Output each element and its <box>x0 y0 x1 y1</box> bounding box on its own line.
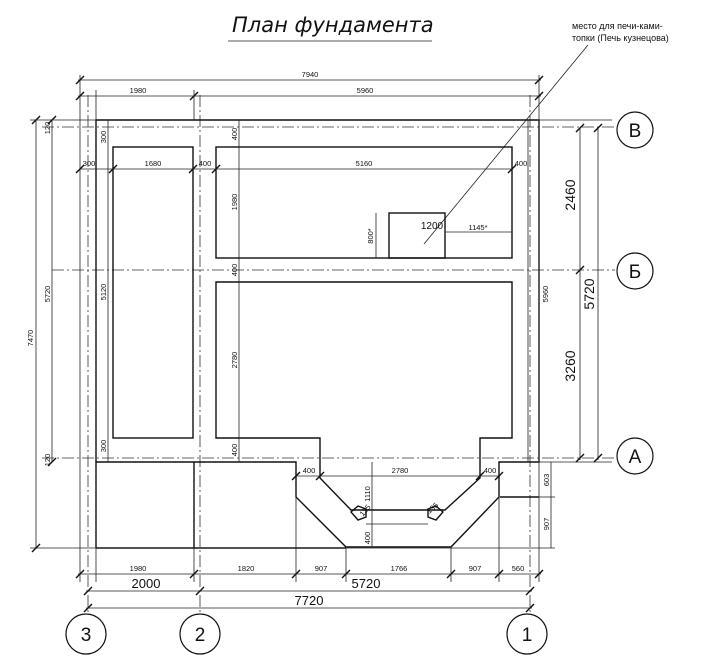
dim-porch-1110: 1110 <box>363 486 372 502</box>
foundation-walls <box>95 119 540 549</box>
axis-lines <box>42 95 615 620</box>
dim-bot-1766: 1766 <box>391 564 408 573</box>
dim-bot-2000: 2000 <box>132 576 161 591</box>
dim-right-5960: 5960 <box>541 286 550 303</box>
dim-porch-135b: 135 <box>425 501 440 516</box>
dim-bot-1980: 1980 <box>130 564 147 573</box>
dim-v-400-mid: 400 <box>230 264 239 277</box>
dim-row-5160: 5160 <box>356 159 373 168</box>
dim-porch-400c: 400 <box>363 532 372 545</box>
porch-angle-symbols <box>350 505 444 525</box>
dim-top-left: 1980 <box>130 86 147 95</box>
dim-v-800: 800* <box>366 228 375 244</box>
angle-mark-right <box>427 505 444 521</box>
stove-footing-outline <box>388 212 446 259</box>
dim-v-120-top: 120 <box>43 122 52 135</box>
dim-row-300a: 300 <box>83 159 96 168</box>
dim-v-300-bot: 300 <box>99 440 108 453</box>
dimension-ticks <box>31 75 603 613</box>
drawing-title: План фундамента <box>232 13 434 37</box>
axis-bubble-v <box>616 111 654 149</box>
dimension-labels: 7940 1980 5960 300 1680 400 5160 400 120… <box>26 70 597 608</box>
axis-label-2: 2 <box>195 625 206 646</box>
dim-v-400-bot: 400 <box>230 444 239 457</box>
note-leader-line <box>423 44 589 245</box>
axis-bubble-1 <box>506 613 548 655</box>
axis-label-1: 1 <box>522 625 533 646</box>
dim-v-120-bot: 120 <box>43 454 52 467</box>
dim-right-3260: 3260 <box>562 350 578 381</box>
axis-bubble-3 <box>65 613 107 655</box>
lower-room-outline <box>215 281 513 511</box>
dim-row-400a: 400 <box>199 159 212 168</box>
dimension-lines <box>35 79 599 609</box>
dim-v-5120: 5120 <box>99 284 108 301</box>
note-line-2: топки (Печь кузнецова) <box>572 33 669 43</box>
axis-bubble-a <box>616 437 654 475</box>
axis-label-v: В <box>629 121 642 142</box>
axis-label-3: 3 <box>81 625 92 646</box>
dim-right-603: 603 <box>542 474 551 487</box>
dim-right-907: 907 <box>542 518 551 531</box>
angle-mark-left <box>350 505 367 521</box>
dim-left-7470: 7470 <box>26 330 35 347</box>
dim-bot-907a: 907 <box>315 564 328 573</box>
axis-label-a: А <box>629 447 642 468</box>
dim-porch-400b: 400 <box>484 466 497 475</box>
note-line-1: место для печи-ками- <box>572 21 663 31</box>
axis-bubbles: В Б А 3 2 1 <box>65 111 654 655</box>
left-room-outline <box>112 146 194 439</box>
dim-row-400b: 400 <box>515 159 528 168</box>
dim-porch-400a: 400 <box>303 466 316 475</box>
dim-bot-1820: 1820 <box>238 564 255 573</box>
dim-stove-1145: 1145* <box>468 223 487 232</box>
axis-bubble-2 <box>179 613 221 655</box>
dim-v-300-top: 300 <box>99 131 108 144</box>
dim-v-1980: 1980 <box>230 194 239 211</box>
axis-label-b: Б <box>629 262 641 283</box>
outer-wall-outline <box>95 119 540 548</box>
dim-bot-907b: 907 <box>469 564 482 573</box>
dim-bot-7720: 7720 <box>295 593 324 608</box>
dim-porch-2780: 2780 <box>392 466 409 475</box>
upper-room-outline <box>215 146 513 259</box>
dim-right-2460: 2460 <box>562 179 578 210</box>
dim-bot-5720: 5720 <box>352 576 381 591</box>
axis-bubble-b <box>616 252 654 290</box>
dim-v-400-top: 400 <box>230 128 239 141</box>
dim-bot-560: 560 <box>512 564 525 573</box>
dim-row-1680: 1680 <box>145 159 162 168</box>
dim-porch-135a: 135 <box>358 503 373 518</box>
dim-overall-top: 7940 <box>302 70 319 79</box>
dim-left-5720: 5720 <box>43 286 52 303</box>
dim-top-right: 5960 <box>357 86 374 95</box>
extension-lines <box>30 75 612 582</box>
dim-v-2780: 2780 <box>230 352 239 369</box>
dim-right-5720: 5720 <box>581 278 597 309</box>
dim-stove-1200: 1200 <box>421 221 444 232</box>
